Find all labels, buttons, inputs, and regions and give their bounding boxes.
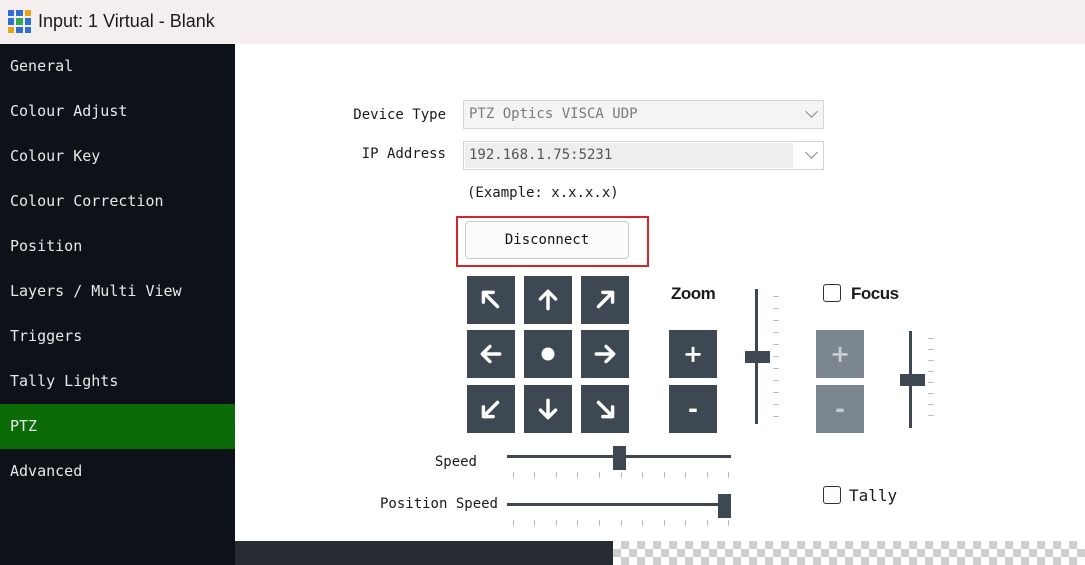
minus-icon: -	[688, 395, 698, 423]
zoom-in-button[interactable]: +	[669, 330, 717, 378]
ptz-panel: Device Type PTZ Optics VISCA UDP IP Addr…	[235, 44, 1085, 541]
title-bar: Input: 1 Virtual - Blank	[0, 0, 1085, 44]
arrow-up-icon	[538, 289, 558, 311]
chevron-down-icon[interactable]	[805, 146, 818, 159]
arrow-down-right-icon	[596, 400, 615, 419]
preview-bar	[235, 541, 613, 565]
zoom-out-button[interactable]: -	[669, 385, 717, 433]
sidebar-item-colour-adjust[interactable]: Colour Adjust	[10, 102, 128, 120]
pan-down-right-button[interactable]	[581, 385, 629, 433]
tilt-up-button[interactable]	[524, 276, 572, 324]
home-dot-icon	[541, 347, 555, 361]
arrow-left-icon	[480, 344, 502, 364]
device-type-label: Device Type	[353, 107, 446, 123]
pan-right-button[interactable]	[581, 330, 629, 378]
pan-down-left-button[interactable]	[467, 385, 515, 433]
plus-icon: +	[682, 340, 704, 368]
sidebar-item-general[interactable]: General	[10, 57, 74, 75]
sidebar-item-ptz[interactable]: PTZ	[0, 404, 235, 449]
transparency-preview	[613, 541, 1085, 565]
pan-up-left-button[interactable]	[467, 276, 515, 324]
tally-checkbox[interactable]	[823, 486, 841, 504]
window-title: Input: 1 Virtual - Blank	[38, 11, 215, 31]
device-type-value: PTZ Optics VISCA UDP	[469, 106, 638, 122]
focus-slider-thumb[interactable]	[900, 373, 925, 386]
pan-up-right-button[interactable]	[581, 276, 629, 324]
speed-label: Speed	[434, 454, 477, 470]
sidebar-item-layers-multi-view[interactable]: Layers / Multi View	[10, 282, 182, 300]
sidebar-item-colour-correction[interactable]: Colour Correction	[10, 192, 164, 210]
arrow-down-left-icon	[481, 400, 500, 419]
app-grid-icon	[8, 10, 31, 33]
sidebar-item-tally-lights[interactable]: Tally Lights	[10, 372, 119, 390]
position-speed-slider-track[interactable]	[507, 503, 731, 506]
arrow-up-left-icon	[481, 290, 500, 309]
focus-label: Focus	[851, 284, 899, 303]
disconnect-button[interactable]: Disconnect	[465, 221, 629, 259]
ip-address-label: IP Address	[361, 146, 446, 162]
arrow-up-right-icon	[596, 290, 615, 309]
sidebar-item-position[interactable]: Position	[10, 237, 83, 255]
sidebar-item-colour-key[interactable]: Colour Key	[10, 147, 101, 165]
focus-slider-ticks	[928, 338, 934, 424]
sidebar-item-advanced[interactable]: Advanced	[10, 462, 83, 480]
ip-address-combo[interactable]: 192.168.1.75:5231	[463, 141, 824, 170]
ip-example-hint: (Example: x.x.x.x)	[467, 185, 619, 201]
focus-checkbox[interactable]	[823, 284, 841, 302]
sidebar: General Colour Adjust Colour Key Colour …	[0, 44, 235, 565]
pan-left-button[interactable]	[467, 330, 515, 378]
focus-minus-button[interactable]: -	[816, 385, 864, 433]
minus-icon: -	[835, 395, 845, 423]
sidebar-item-triggers[interactable]: Triggers	[10, 327, 83, 345]
chevron-down-icon	[805, 105, 818, 118]
speed-slider-ticks	[513, 472, 729, 478]
ip-address-input[interactable]: 192.168.1.75:5231	[465, 143, 793, 168]
position-speed-slider-ticks	[513, 520, 729, 526]
arrow-right-icon	[594, 344, 616, 364]
focus-plus-button[interactable]: +	[816, 330, 864, 378]
speed-slider-thumb[interactable]	[613, 446, 626, 470]
tally-label: Tally	[849, 486, 898, 505]
position-speed-label: Position Speed	[379, 496, 498, 512]
tilt-down-button[interactable]	[524, 385, 572, 433]
zoom-slider-thumb[interactable]	[745, 350, 770, 363]
zoom-label: Zoom	[671, 284, 716, 303]
arrow-down-icon	[538, 398, 558, 420]
home-button[interactable]	[524, 330, 572, 378]
position-speed-slider-thumb[interactable]	[718, 494, 731, 518]
device-type-select[interactable]: PTZ Optics VISCA UDP	[463, 100, 824, 129]
plus-icon: +	[829, 340, 851, 368]
zoom-slider-ticks	[773, 296, 779, 421]
